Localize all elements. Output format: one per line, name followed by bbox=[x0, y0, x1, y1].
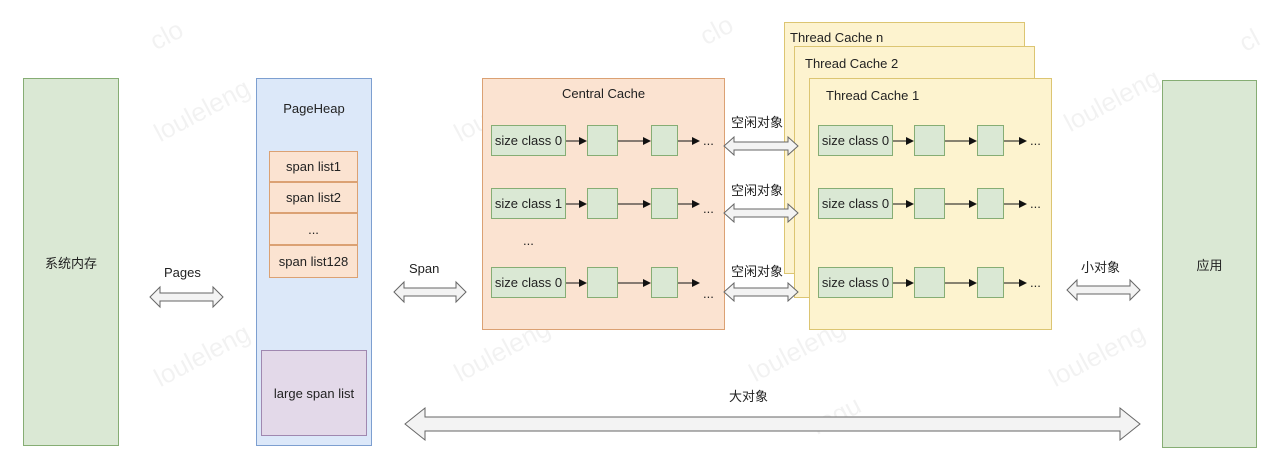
object-node bbox=[977, 267, 1004, 298]
large-object-label: 大对象 bbox=[729, 389, 769, 404]
span-list-label: ... bbox=[308, 221, 319, 237]
span-list-label: span list128 bbox=[278, 254, 349, 269]
pages-double-arrow bbox=[149, 285, 224, 309]
free-object-label: 空闲对象 bbox=[731, 183, 784, 198]
span-label: Span bbox=[409, 261, 440, 276]
object-node bbox=[977, 125, 1004, 156]
span-double-arrow bbox=[393, 280, 467, 304]
object-node bbox=[914, 267, 945, 298]
size-class-cell: size class 1 bbox=[491, 188, 566, 219]
span-list-label: span list1 bbox=[286, 159, 341, 174]
small-object-double-arrow bbox=[1066, 278, 1141, 302]
object-node bbox=[651, 125, 678, 156]
size-class-label: size class 0 bbox=[494, 133, 563, 148]
object-node bbox=[977, 188, 1004, 219]
size-class-label: size class 0 bbox=[821, 275, 890, 290]
ellipsis: ... bbox=[703, 133, 714, 148]
size-class-label: size class 0 bbox=[821, 133, 890, 148]
ellipsis: ... bbox=[1030, 275, 1041, 290]
application-label: 应用 bbox=[1196, 257, 1223, 273]
ellipsis: ... bbox=[703, 286, 714, 301]
free-object-double-arrow bbox=[723, 281, 799, 303]
object-node bbox=[914, 188, 945, 219]
span-list-item: span list128 bbox=[269, 245, 358, 278]
thread-list-arrows bbox=[893, 137, 1027, 287]
size-class-label: size class 0 bbox=[494, 275, 563, 290]
central-list-arrows bbox=[566, 137, 700, 287]
object-node bbox=[651, 188, 678, 219]
ellipsis: ... bbox=[523, 233, 534, 248]
object-node bbox=[914, 125, 945, 156]
size-class-label: size class 1 bbox=[494, 196, 563, 211]
large-span-list-label: large span list bbox=[273, 385, 355, 401]
thread-cache-1-title: Thread Cache 1 bbox=[826, 88, 920, 103]
thread-cache-n-title: Thread Cache n bbox=[790, 30, 884, 45]
object-node bbox=[587, 125, 618, 156]
size-class-cell: size class 0 bbox=[818, 125, 893, 156]
small-object-label: 小对象 bbox=[1081, 260, 1121, 275]
thread-cache-2-title: Thread Cache 2 bbox=[805, 56, 899, 71]
free-object-label: 空闲对象 bbox=[731, 115, 784, 130]
free-object-label: 空闲对象 bbox=[731, 264, 784, 279]
size-class-label: size class 0 bbox=[821, 196, 890, 211]
free-object-double-arrow bbox=[723, 135, 799, 157]
central-cache-title: Central Cache bbox=[562, 86, 646, 101]
large-object-double-arrow bbox=[404, 406, 1141, 442]
object-node bbox=[587, 188, 618, 219]
pages-label: Pages bbox=[164, 265, 201, 280]
object-node bbox=[651, 267, 678, 298]
span-list-item: span list2 bbox=[269, 182, 358, 213]
system-memory-label: 系统内存 bbox=[44, 255, 97, 271]
large-span-list: large span list bbox=[261, 350, 367, 436]
system-memory-box: 系统内存 bbox=[23, 78, 119, 446]
span-list-label: span list2 bbox=[286, 190, 341, 205]
page-heap-title: PageHeap bbox=[283, 101, 345, 116]
span-list-item: ... bbox=[269, 213, 358, 245]
application-box: 应用 bbox=[1162, 80, 1257, 448]
ellipsis: ... bbox=[703, 201, 714, 216]
size-class-cell: size class 0 bbox=[491, 125, 566, 156]
ellipsis: ... bbox=[1030, 196, 1041, 211]
size-class-cell: size class 0 bbox=[818, 267, 893, 298]
size-class-cell: size class 0 bbox=[491, 267, 566, 298]
size-class-cell: size class 0 bbox=[818, 188, 893, 219]
span-list-item: span list1 bbox=[269, 151, 358, 182]
free-object-double-arrow bbox=[723, 202, 799, 224]
object-node bbox=[587, 267, 618, 298]
ellipsis: ... bbox=[1030, 133, 1041, 148]
